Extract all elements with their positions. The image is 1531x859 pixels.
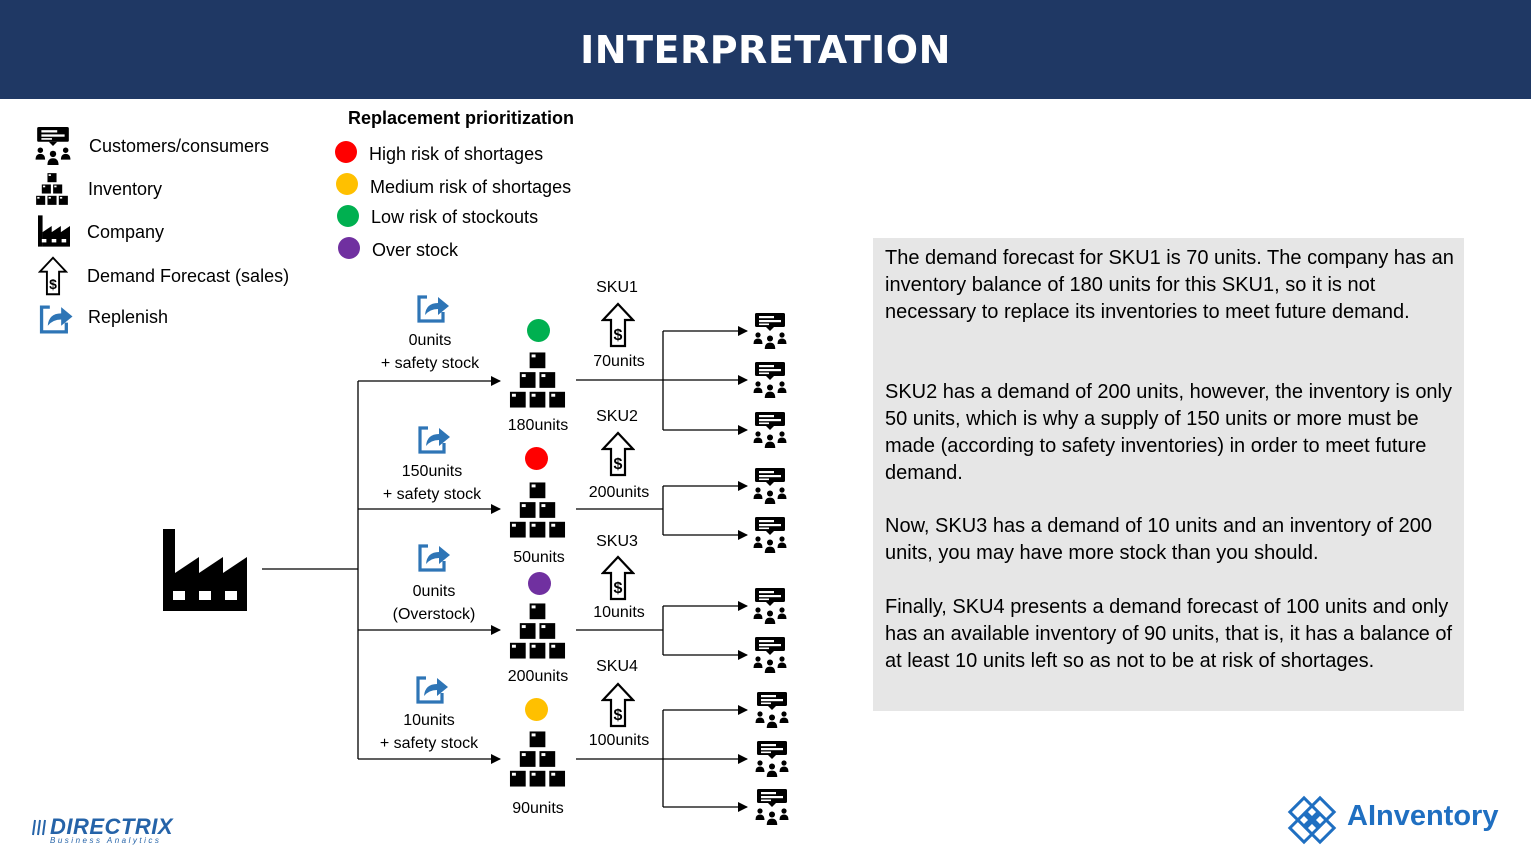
replenish-icon	[417, 295, 450, 323]
sku1-replenish-note: + safety stock	[380, 355, 480, 372]
customers-icon	[752, 467, 788, 505]
explanation-sku2: SKU2 has a demand of 200 units, however,…	[885, 381, 1453, 484]
prioritization-title: Replacement prioritization	[348, 108, 575, 128]
customers-icon	[752, 312, 788, 350]
sku4-status-dot	[525, 698, 548, 721]
explanation-sku1: The demand forecast for SKU1 is 70 units…	[885, 247, 1454, 323]
customers-icon	[752, 411, 788, 449]
sku4-replenish-note: + safety stock	[379, 735, 479, 752]
demand-forecast-icon	[601, 555, 635, 601]
customers-icon	[752, 361, 788, 399]
sku1-status-dot	[527, 319, 550, 342]
legend-label-replenish: Replenish	[88, 307, 169, 327]
sku3-status-dot	[528, 572, 551, 595]
sku2-status-dot	[525, 447, 548, 470]
sku3-inventory-label: 200units	[507, 668, 569, 685]
priority-label-low: Low risk of stockouts	[371, 207, 539, 227]
replenish-icon	[418, 544, 451, 572]
demand-forecast-icon	[601, 302, 635, 348]
legend-label-company: Company	[87, 222, 165, 242]
page-title: INTERPRETATION	[580, 28, 951, 72]
sku4-demand-label: 100units	[588, 732, 650, 749]
sku2-name: SKU2	[596, 408, 638, 425]
customers-icon	[752, 516, 788, 554]
inventory-icon	[509, 603, 566, 659]
sku1-inventory-label: 180units	[507, 417, 569, 434]
legend-label-customers: Customers/consumers	[89, 136, 270, 156]
sku1-replenish-amount: 0units	[408, 332, 452, 349]
legend-label-demand-forecast: Demand Forecast (sales)	[87, 266, 290, 286]
demand-forecast-icon	[601, 682, 635, 728]
sku2-inventory-label: 50units	[513, 549, 565, 566]
customers-icon	[752, 636, 788, 674]
ainventory-brand-name: AInventory	[1347, 800, 1499, 832]
sku1-demand-label: 70units	[593, 353, 645, 370]
directrix-speed-lines-icon	[32, 819, 46, 836]
customers-icon	[754, 788, 790, 826]
sku3-demand-label: 10units	[593, 604, 645, 621]
priority-dot-overstock	[338, 237, 360, 259]
sku2-replenish-amount: 150units	[401, 463, 463, 480]
ainventory-logo-icon	[1288, 796, 1336, 844]
sku4-name: SKU4	[596, 658, 638, 675]
directrix-tagline: Business Analytics	[50, 836, 162, 845]
directrix-name: DIRECTRIX	[50, 814, 174, 839]
header-bar: INTERPRETATION	[0, 0, 1531, 99]
sku2-demand-label: 200units	[588, 484, 650, 501]
inventory-icon	[509, 482, 566, 538]
explanation-sku4: Finally, SKU4 presents a demand forecast…	[885, 596, 1453, 672]
sku2-replenish-note: + safety stock	[382, 486, 482, 503]
priority-label-high: High risk of shortages	[369, 144, 544, 164]
priority-dot-high	[335, 141, 357, 163]
priority-label-medium: Medium risk of shortages	[370, 177, 572, 197]
directrix-logo: DIRECTRIX Business Analytics	[32, 814, 202, 846]
sku4-replenish-amount: 10units	[403, 712, 455, 729]
customers-icon	[754, 691, 790, 729]
legend-label-inventory: Inventory	[88, 179, 163, 199]
customers-icon	[752, 587, 788, 625]
inventory-icon	[509, 352, 566, 408]
sku3-name: SKU3	[596, 533, 638, 550]
replenish-icon	[416, 676, 449, 704]
priority-dot-medium	[336, 173, 358, 195]
sku3-replenish-note: (Overstock)	[392, 606, 476, 623]
inventory-icon	[509, 731, 566, 787]
company-factory-icon	[163, 529, 247, 611]
demand-forecast-icon	[601, 431, 635, 477]
customers-icon	[754, 740, 790, 778]
priority-dot-low	[337, 205, 359, 227]
priority-label-overstock: Over stock	[372, 240, 459, 260]
sku3-replenish-amount: 0units	[412, 583, 456, 600]
explanation-sku3: Now, SKU3 has a demand of 10 units and a…	[885, 515, 1433, 564]
sku1-name: SKU1	[596, 279, 638, 296]
replenish-icon	[418, 426, 451, 454]
sku4-inventory-label: 90units	[512, 800, 564, 817]
explanation-box: The demand forecast for SKU1 is 70 units…	[873, 238, 1464, 711]
